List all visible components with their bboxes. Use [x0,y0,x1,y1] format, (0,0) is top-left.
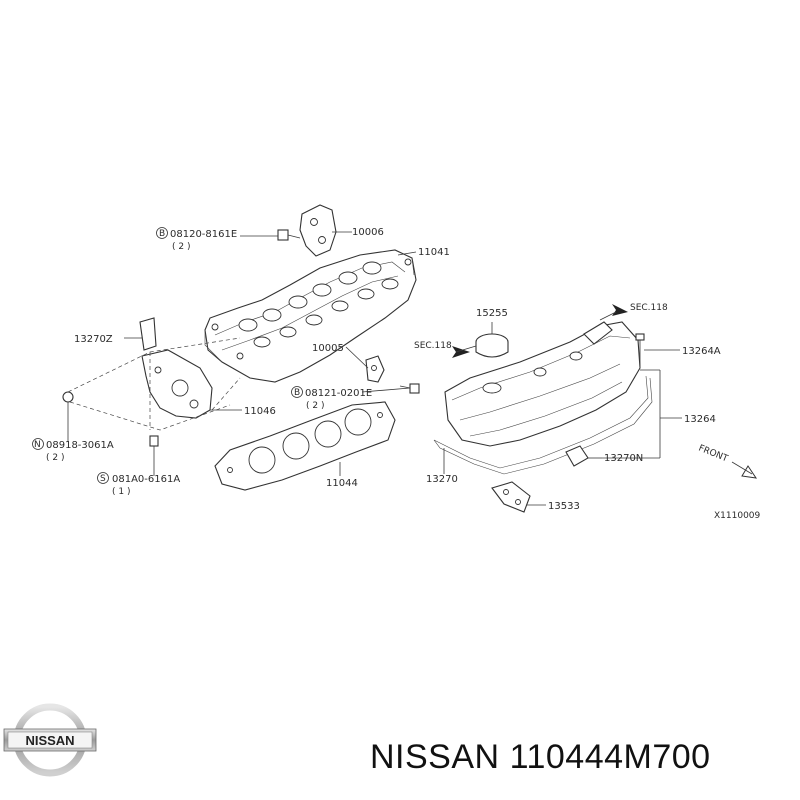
label-front: FRONT [697,444,730,465]
label-13270: 13270 [426,474,458,485]
label-11041: 11041 [418,247,450,258]
label-08120-prefix: B [159,229,165,239]
cam-journals [238,261,399,348]
label-081a0-qty: ( 1 ) [112,487,130,497]
label-11046: 11046 [244,406,276,417]
label-081a0: 081A0-6161A [112,474,180,485]
front-cover-11046 [141,349,213,419]
callout-labels: 10006 11041 B 08120-8161E ( 2 ) 13270Z 1… [32,227,761,521]
head-gasket-11044 [214,401,396,491]
hanger-10005 [365,355,385,383]
bolt-13264a [635,333,645,368]
label-081a0-prefix: S [100,474,106,484]
logo-text: NISSAN [25,733,74,748]
sec118-arrow-left [452,345,477,358]
label-08918-prefix: N [34,440,41,450]
sec118-arrow-right [599,304,628,321]
front-arrow [731,461,758,479]
bolt-08121 [399,383,420,394]
label-diagram-id: X1110009 [714,511,761,521]
grommet-13270n [565,445,589,467]
label-08120: 08120-8161E [170,229,237,240]
label-08121-qty: ( 2 ) [306,401,324,411]
label-13270n: 13270N [604,453,643,464]
label-08918-qty: ( 2 ) [46,453,64,463]
rocker-cover-13264 [444,321,641,447]
bolt-08918 [62,391,74,403]
bolt-08120 [277,229,301,241]
cylinder-head [204,249,417,383]
bolt-081a0 [149,435,159,447]
part-number: 110444M700 [509,738,711,776]
label-11044: 11044 [326,478,358,489]
label-sec118-left: SEC.118 [414,341,452,351]
label-08120-qty: ( 2 ) [172,242,190,252]
label-13264a: 13264A [682,346,721,357]
label-10006: 10006 [352,227,384,238]
leader-lines [67,231,682,506]
part-13270z [139,317,157,351]
label-sec118-right: SEC.118 [630,303,668,313]
label-08121-prefix: B [294,388,300,398]
label-08121: 08121-0201E [305,388,372,399]
oil-filler-cap-15255 [475,333,509,358]
bracket-10006 [299,204,337,257]
label-13270z: 13270Z [74,334,113,345]
label-15255: 15255 [476,308,508,319]
nissan-logo: NISSAN [3,703,97,777]
bracket-13533 [491,481,531,513]
brand-name: NISSAN [370,738,500,776]
label-13264: 13264 [684,414,716,425]
label-10005: 10005 [312,343,344,354]
label-13533: 13533 [548,501,580,512]
rocker-gasket-13270 [433,375,653,475]
label-08918: 08918-3061A [46,440,114,451]
